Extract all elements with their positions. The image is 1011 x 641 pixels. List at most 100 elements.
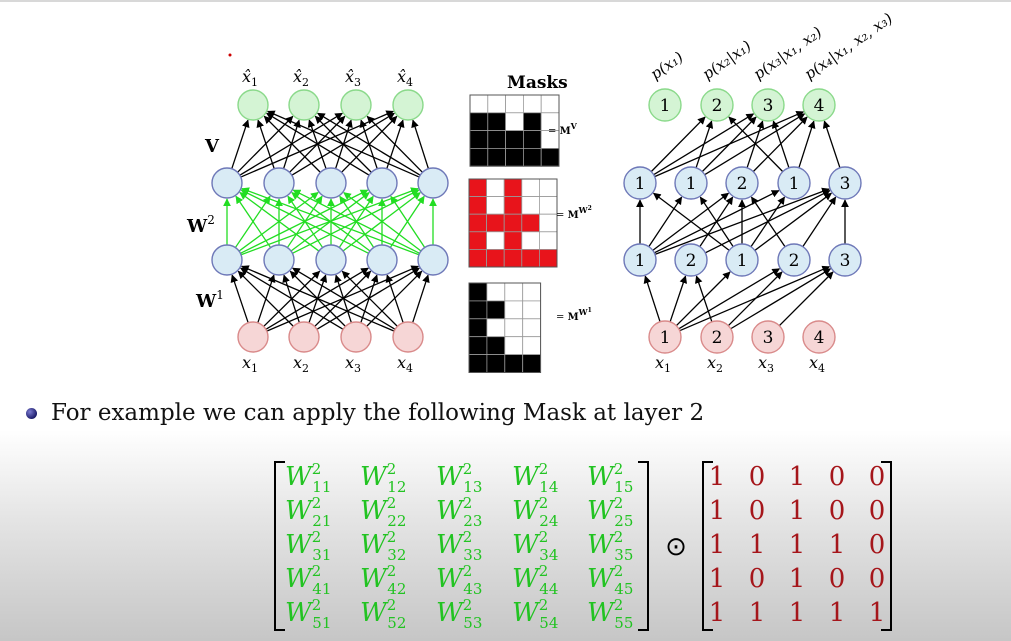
r-hidden2-node-label: 1 bbox=[789, 174, 800, 194]
mask-right-bracket bbox=[881, 461, 892, 631]
mask-w2-grid bbox=[468, 178, 558, 268]
mask-cell bbox=[539, 196, 558, 215]
edge-r3 bbox=[771, 120, 790, 169]
r-hidden2-node bbox=[828, 166, 862, 200]
r-output-prob-label: p(x₂|x₁) bbox=[699, 37, 755, 84]
mask-entry: 0 bbox=[829, 462, 846, 492]
r-input-node bbox=[648, 320, 682, 354]
mask-cell bbox=[539, 178, 558, 198]
r-hidden1-node bbox=[725, 243, 759, 277]
edge-w1 bbox=[237, 270, 294, 327]
edge-w1 bbox=[412, 274, 430, 323]
edge-r2 bbox=[652, 192, 730, 251]
edge-r3 bbox=[798, 120, 816, 168]
hidden-node bbox=[417, 244, 449, 276]
output-label: x̂1 bbox=[242, 67, 258, 89]
r-hidden2-node-label: 1 bbox=[635, 174, 646, 194]
mask-cell bbox=[486, 336, 506, 356]
mask-cell bbox=[503, 248, 523, 268]
hidden-node bbox=[211, 244, 243, 276]
mask-cell bbox=[469, 112, 489, 132]
mask-cell bbox=[522, 354, 542, 373]
input-label: x2 bbox=[293, 353, 309, 375]
mask-cell bbox=[468, 213, 488, 233]
mask-cell bbox=[540, 147, 560, 167]
r-hidden2-node bbox=[623, 166, 657, 200]
edge-v bbox=[282, 119, 301, 169]
edge-r1 bbox=[669, 275, 688, 323]
edge-w1 bbox=[341, 270, 398, 327]
mask-entry: 0 bbox=[869, 564, 886, 594]
mask-cell bbox=[486, 282, 506, 302]
r-output-node bbox=[802, 88, 836, 122]
edge-v bbox=[366, 115, 423, 173]
r-output-node-label: 2 bbox=[712, 96, 723, 116]
edge-w2 bbox=[239, 191, 320, 252]
mask-entry: 1 bbox=[789, 462, 806, 492]
top-border bbox=[0, 0, 1011, 2]
edge-w2 bbox=[240, 189, 369, 254]
r-hidden1-node bbox=[777, 243, 811, 277]
mask-cell bbox=[504, 300, 524, 320]
masks-panel: Masks = MV = MW2 = MW1 bbox=[468, 73, 592, 373]
mask-cell bbox=[504, 336, 524, 356]
output-label: x̂4 bbox=[397, 67, 413, 89]
mask-entry: 0 bbox=[869, 530, 886, 560]
output-node bbox=[340, 89, 372, 121]
hidden-node bbox=[263, 244, 295, 276]
r-output-node bbox=[700, 88, 734, 122]
bullet-text: For example we can apply the following M… bbox=[51, 400, 705, 426]
mask-w1-label: = MW1 bbox=[556, 307, 592, 323]
r-hidden2-node-label: 2 bbox=[737, 174, 748, 194]
mask-cell bbox=[522, 336, 542, 356]
mask-cell bbox=[469, 130, 489, 149]
output-node bbox=[237, 89, 269, 121]
weight-label-v: V bbox=[204, 136, 220, 157]
mask-cell bbox=[539, 213, 558, 233]
mask-entry: 1 bbox=[749, 530, 766, 560]
mask-cell bbox=[468, 282, 488, 302]
edge-r3 bbox=[728, 116, 784, 173]
edge-w1 bbox=[241, 265, 395, 332]
edge-v bbox=[411, 119, 430, 169]
r-hidden1-node bbox=[674, 243, 708, 277]
mask-cell bbox=[469, 94, 489, 114]
mask-entry: 1 bbox=[709, 530, 726, 560]
hadamard-operator: ⊙ bbox=[665, 532, 687, 562]
weight-label-w2: W2 bbox=[186, 213, 215, 237]
input-label: x3 bbox=[345, 353, 361, 375]
left-network-edges bbox=[223, 110, 437, 332]
stray-red-dot bbox=[228, 53, 232, 57]
edge-r1 bbox=[643, 275, 661, 322]
edge-r1 bbox=[694, 275, 713, 323]
mask-cell bbox=[503, 213, 523, 233]
mask-entry: 1 bbox=[789, 496, 806, 526]
r-input-label: x1 bbox=[655, 353, 671, 375]
edge-r2 bbox=[802, 196, 837, 248]
mask-entry: 0 bbox=[869, 462, 886, 492]
mask-cell bbox=[521, 178, 540, 198]
edge-r1 bbox=[678, 268, 781, 330]
r-hidden1-node-label: 1 bbox=[635, 251, 646, 271]
r-output-prob-label: p(x₁) bbox=[647, 48, 687, 83]
mask-w1-grid bbox=[468, 282, 542, 373]
edge-v bbox=[266, 110, 420, 178]
bullet-item: For example we can apply the following M… bbox=[26, 396, 704, 430]
mask-cell bbox=[468, 318, 488, 338]
edge-w2 bbox=[390, 195, 426, 248]
right-network-edges bbox=[636, 111, 849, 332]
mask-entry: 1 bbox=[709, 462, 726, 492]
